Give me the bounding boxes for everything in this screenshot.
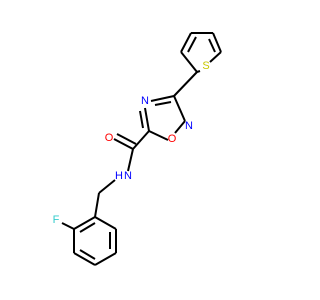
bond <box>127 148 134 172</box>
bond <box>79 222 96 233</box>
bond <box>154 101 172 106</box>
molecule-canvas: S N N O O N H F <box>52 32 222 266</box>
bond <box>180 51 198 73</box>
bond <box>180 32 192 53</box>
bond <box>116 133 137 145</box>
bond <box>94 216 117 230</box>
bond <box>139 110 144 129</box>
fluorine-label: F <box>53 214 60 226</box>
bond <box>94 192 100 218</box>
oxygen-label: O <box>105 132 114 144</box>
bond <box>209 51 222 63</box>
bond <box>61 222 75 230</box>
bond <box>79 249 96 260</box>
bond <box>98 179 116 194</box>
bond <box>113 138 134 150</box>
bond <box>132 130 150 150</box>
oxygen-label: O <box>168 133 177 145</box>
bond <box>73 216 96 230</box>
sulfur-label: S <box>202 60 209 72</box>
nitrogen-label: N <box>124 170 132 182</box>
bond <box>94 252 117 266</box>
bond <box>212 32 222 53</box>
bond <box>150 95 175 102</box>
bond <box>73 252 96 266</box>
nitrogen-label: N <box>185 120 193 132</box>
bond <box>148 130 169 141</box>
bond <box>173 71 198 97</box>
bond <box>196 70 201 73</box>
bond <box>174 120 186 134</box>
bond <box>208 38 216 53</box>
bond <box>173 95 186 122</box>
structure-diagram: S N N O O N H F <box>53 32 222 266</box>
bond <box>144 107 150 132</box>
nitrogen-label: N <box>141 95 149 107</box>
bond <box>187 36 197 53</box>
hydrogen-label: H <box>115 170 123 182</box>
